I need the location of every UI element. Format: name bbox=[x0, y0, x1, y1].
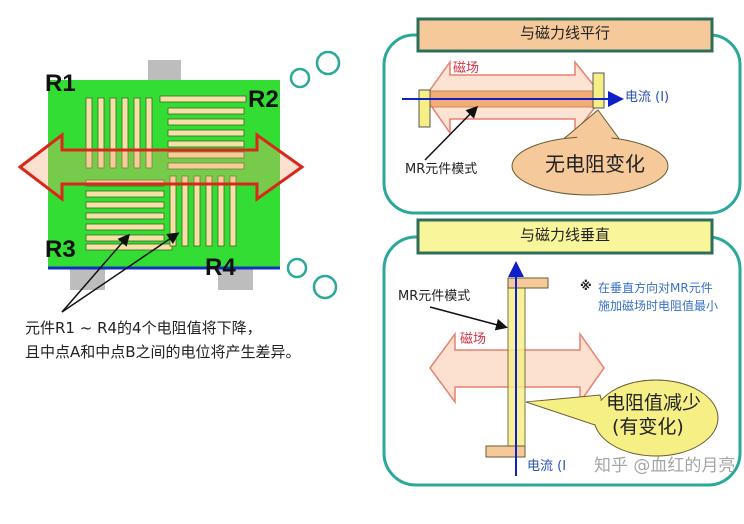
element-cap-top bbox=[507, 277, 549, 289]
resistor-r2-strip bbox=[167, 129, 245, 137]
perpendicular-panel bbox=[382, 218, 742, 487]
current-label: 电流 (I bbox=[527, 459, 567, 474]
resistor-r3-strip bbox=[85, 190, 165, 198]
element-label: MR元件模式 bbox=[405, 162, 478, 177]
note-line-1: 在垂直方向对MR元件 bbox=[598, 281, 713, 295]
current-label: 电流 (I) bbox=[625, 90, 670, 105]
element-cap-right bbox=[592, 72, 605, 109]
note-mark: ※ bbox=[580, 279, 592, 293]
pin-bottom-right bbox=[218, 266, 253, 290]
caption-pointer-arrows bbox=[61, 232, 180, 313]
resistor-r1-strip bbox=[85, 97, 93, 169]
resistor-r4-strip bbox=[229, 175, 237, 247]
pin-top bbox=[148, 60, 181, 82]
element-cap-bottom bbox=[485, 445, 526, 458]
resistor-r1-strip bbox=[133, 97, 141, 169]
magnetic-field-arrow bbox=[17, 131, 305, 203]
resistor-r2-strip bbox=[167, 162, 245, 170]
resistor-r4-strip bbox=[193, 175, 201, 247]
watermark: 知乎 @血红的月亮 bbox=[594, 456, 736, 476]
field-label: 磁场 bbox=[460, 332, 487, 347]
sensor-chip bbox=[17, 60, 305, 290]
resistor-r2-strip bbox=[167, 151, 245, 159]
element-label: MR元件模式 bbox=[398, 289, 471, 304]
resistor-r3-strip bbox=[85, 212, 165, 220]
parallel-panel bbox=[382, 17, 742, 215]
resistor-r4-strip bbox=[217, 175, 225, 247]
resistor-r2-strip bbox=[167, 107, 245, 115]
label-r3: R3 bbox=[45, 236, 76, 263]
resistor-r4-strip bbox=[181, 175, 189, 247]
caption-line-1: 元件R1 ~ R4的4个电阻值将下降， bbox=[25, 319, 262, 337]
parallel-title-box bbox=[416, 17, 714, 53]
label-r1: R1 bbox=[45, 70, 76, 97]
resistor-r2-strip bbox=[159, 95, 247, 103]
perpendicular-title: 与磁力线垂直 bbox=[519, 226, 610, 244]
label-r4: R4 bbox=[205, 254, 236, 281]
resistor-r3-strip bbox=[85, 223, 165, 231]
note-line-2: 施加磁场时电阻值最小 bbox=[598, 299, 719, 313]
field-label: 磁场 bbox=[453, 61, 480, 76]
resistor-r1-strip bbox=[109, 97, 117, 169]
label-r2: R2 bbox=[248, 86, 279, 113]
perpendicular-title-box bbox=[416, 218, 714, 255]
resistor-r4-strip bbox=[205, 175, 213, 247]
resistor-r1-strip bbox=[97, 97, 105, 169]
resistor-r1-strip bbox=[145, 97, 153, 169]
parallel-title: 与磁力线平行 bbox=[519, 24, 610, 42]
resistor-r1-strip bbox=[121, 97, 129, 169]
callout-line-2: (有变化) bbox=[612, 416, 684, 438]
callout-line-1: 电阻值减少 bbox=[606, 392, 702, 414]
resistor-r4-strip bbox=[169, 175, 177, 247]
resistor-r3-strip bbox=[85, 201, 165, 209]
element-cap-left bbox=[418, 89, 431, 128]
resistor-r2-strip bbox=[167, 140, 245, 148]
caption-line-2: 且中点A和中点B之间的电位将产生差异。 bbox=[25, 343, 301, 361]
thought-bubbles bbox=[286, 50, 341, 300]
resistor-r2-strip bbox=[167, 118, 245, 126]
callout-text: 无电阻变化 bbox=[545, 152, 645, 176]
